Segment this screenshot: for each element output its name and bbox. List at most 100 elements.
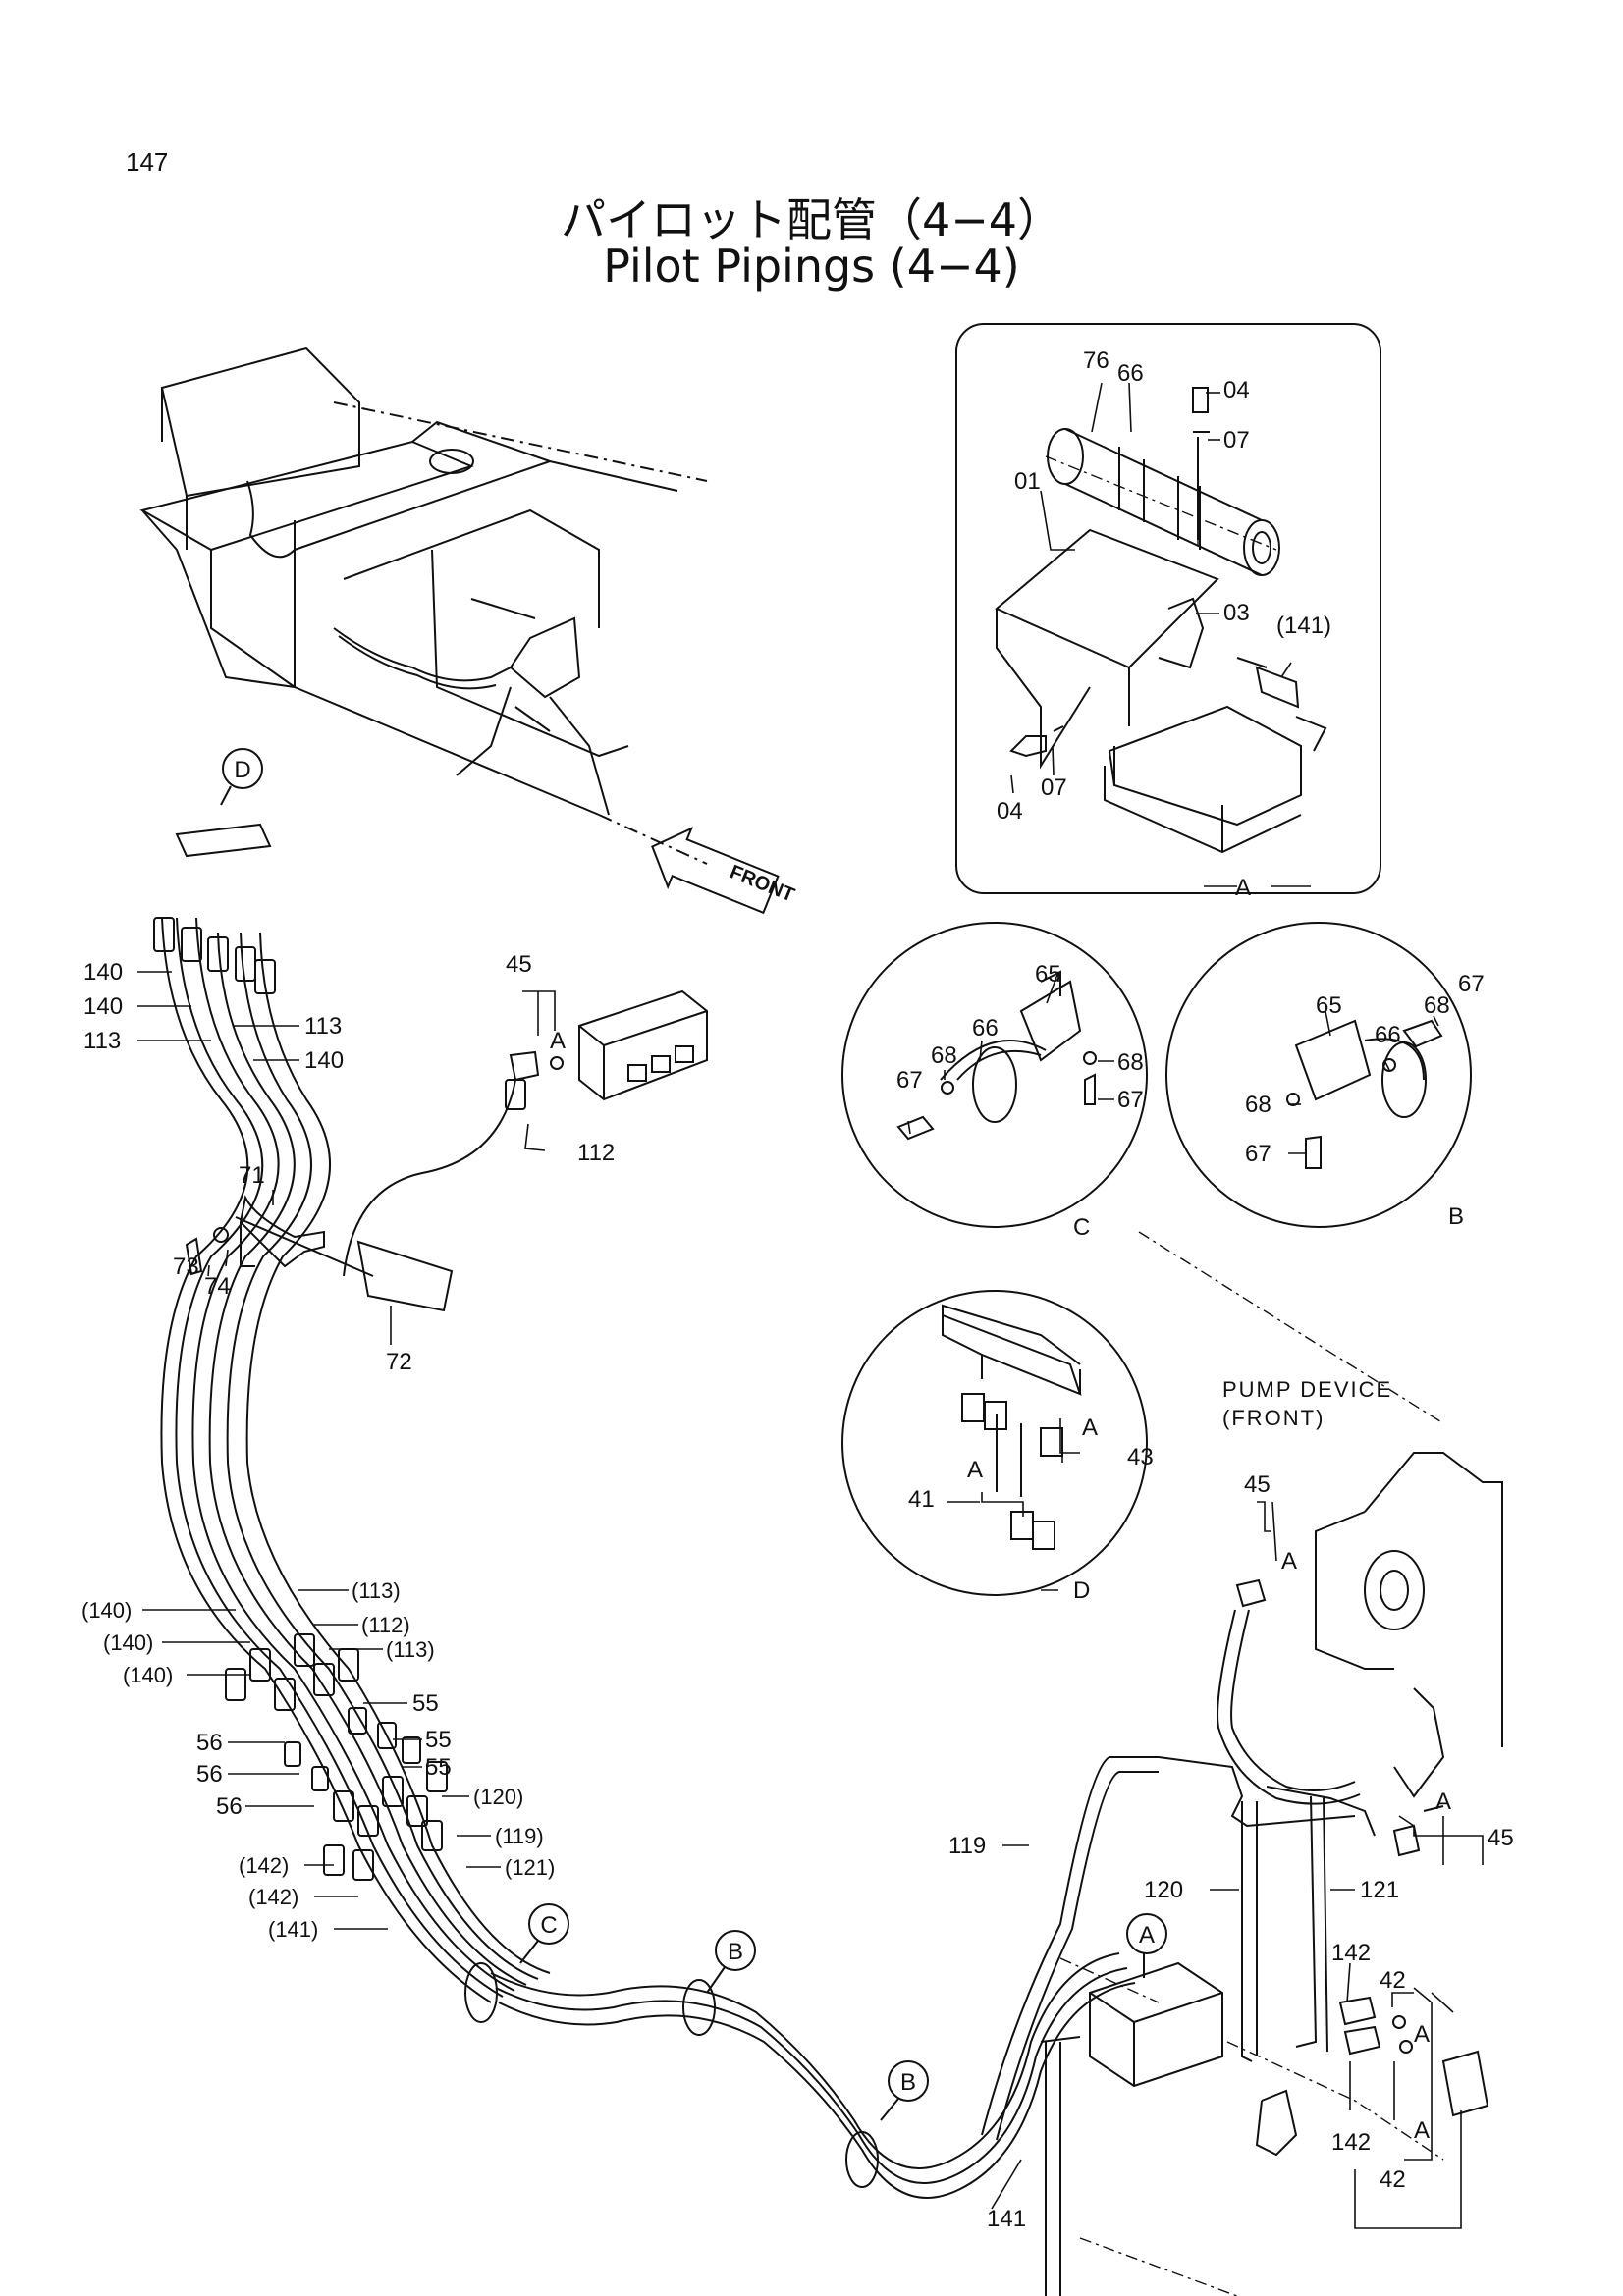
part-121-paren: (121) <box>505 1855 555 1880</box>
hose-run-lower <box>464 1756 1489 2296</box>
center-lines <box>1045 455 1444 2296</box>
detail-d-letter: D <box>1073 1577 1090 1604</box>
detail-c-letter: C <box>1073 1214 1090 1241</box>
detail-b-letter: B <box>1448 1203 1464 1230</box>
part-73: 73 <box>173 1254 199 1280</box>
upper-a: A <box>550 1028 566 1054</box>
hose-bundle-upper <box>153 823 551 2003</box>
part-66-b: 66 <box>1375 1022 1401 1048</box>
callout-a: A <box>1139 1922 1155 1949</box>
part-121: 121 <box>1360 1877 1399 1903</box>
part-140-b: (140) <box>103 1630 153 1655</box>
detail-b-circle <box>1165 922 1472 1228</box>
part-45-pump: 45 <box>1244 1471 1271 1498</box>
pump-device-label-2: (FRONT) <box>1222 1406 1325 1430</box>
detail-c-circle <box>841 922 1148 1228</box>
pump-device <box>1158 1452 1503 2062</box>
part-112-paren: (112) <box>361 1613 410 1637</box>
part-45-upper: 45 <box>506 951 532 978</box>
part-141-paren: (141) <box>268 1917 318 1942</box>
callout-d: D <box>234 757 250 783</box>
part-119-paren: (119) <box>495 1824 544 1848</box>
part-72: 72 <box>386 1349 412 1375</box>
leader-lines <box>137 382 1484 2229</box>
part-141-a: (141) <box>1276 613 1331 639</box>
front-arrow <box>651 827 780 915</box>
part-56-b: 56 <box>196 1761 223 1788</box>
part-113-a: (113) <box>352 1578 401 1603</box>
part-74: 74 <box>204 1273 231 1300</box>
machine-frame-drawing <box>139 347 708 865</box>
part-71: 71 <box>239 1162 265 1189</box>
clamp-71-72 <box>185 1194 454 1312</box>
mid-a-2: A <box>1414 2117 1430 2144</box>
part-01: 01 <box>1014 468 1041 495</box>
front-arrow-label: FRONT <box>727 861 797 906</box>
title-japanese: パイロット配管（4−4） <box>560 193 1063 246</box>
page-number: 147 <box>126 147 169 177</box>
part-55-a: 55 <box>412 1690 439 1717</box>
detail-d-a-1: A <box>1082 1415 1098 1441</box>
part-55-b: 55 <box>425 1727 452 1753</box>
part-66-c: 66 <box>972 1015 999 1041</box>
pump-device-label-1: PUMP DEVICE <box>1222 1377 1393 1402</box>
part-41: 41 <box>908 1486 935 1513</box>
part-113-right: 113 <box>304 1013 342 1040</box>
detail-a-letter: A <box>1235 875 1251 901</box>
part-113-b: (113) <box>386 1637 435 1662</box>
detail-a-box <box>955 323 1381 894</box>
part-67-c-right: 67 <box>1117 1087 1144 1113</box>
part-142-b: (142) <box>248 1885 298 1909</box>
mid-a-1: A <box>1414 2021 1430 2048</box>
part-03: 03 <box>1223 600 1250 626</box>
right-a: A <box>1435 1789 1451 1815</box>
part-142-a: (142) <box>239 1853 289 1878</box>
part-120: 120 <box>1144 1877 1183 1903</box>
part-67-b-top: 67 <box>1458 971 1485 997</box>
part-65-c: 65 <box>1035 961 1061 988</box>
part-56-c: 56 <box>216 1793 243 1820</box>
callout-b-2: B <box>900 2069 916 2096</box>
part-04-top: 04 <box>1223 377 1250 403</box>
part-42-bottom: 42 <box>1380 2166 1406 2193</box>
part-140-right: 140 <box>304 1047 344 1074</box>
detail-d-a-2: A <box>967 1457 983 1483</box>
part-45-right: 45 <box>1488 1825 1514 1851</box>
part-140-c: (140) <box>123 1663 173 1687</box>
part-65-b: 65 <box>1316 992 1342 1019</box>
part-142-top: 142 <box>1331 1940 1371 1966</box>
part-56-a: 56 <box>196 1730 223 1756</box>
callout-c: C <box>540 1912 557 1939</box>
part-140-2: 140 <box>83 993 123 1020</box>
solenoid-block <box>509 989 708 1101</box>
part-07-bottom: 07 <box>1041 774 1067 801</box>
part-42-top: 42 <box>1380 1967 1406 1994</box>
part-76: 76 <box>1083 347 1109 374</box>
part-140-a: (140) <box>81 1598 132 1623</box>
part-66-a: 66 <box>1117 360 1144 387</box>
part-43: 43 <box>1127 1444 1154 1470</box>
part-68-c-left: 68 <box>931 1042 957 1069</box>
part-120-paren: (120) <box>473 1785 523 1809</box>
part-113-left: 113 <box>83 1028 121 1054</box>
part-07-top: 07 <box>1223 427 1250 454</box>
pump-a: A <box>1281 1548 1297 1575</box>
fittings-cluster <box>225 1633 448 1881</box>
part-141: 141 <box>987 2206 1026 2232</box>
detail-d-circle <box>841 1290 1148 1596</box>
part-04-bottom: 04 <box>997 798 1023 825</box>
part-112: 112 <box>577 1140 615 1166</box>
part-67-b-bottom: 67 <box>1245 1141 1271 1167</box>
part-140-1: 140 <box>83 959 123 986</box>
title-english: Pilot Pipings (4−4) <box>603 240 1020 293</box>
callout-circles <box>220 748 1167 2121</box>
part-68-b-top: 68 <box>1424 992 1450 1019</box>
part-119: 119 <box>948 1833 986 1859</box>
part-142-bottom: 142 <box>1331 2129 1371 2156</box>
part-68-b-bottom: 68 <box>1245 1092 1271 1118</box>
part-68-c-right: 68 <box>1117 1049 1144 1076</box>
callout-b-1: B <box>728 1939 743 1965</box>
part-67-c-left: 67 <box>896 1067 923 1094</box>
